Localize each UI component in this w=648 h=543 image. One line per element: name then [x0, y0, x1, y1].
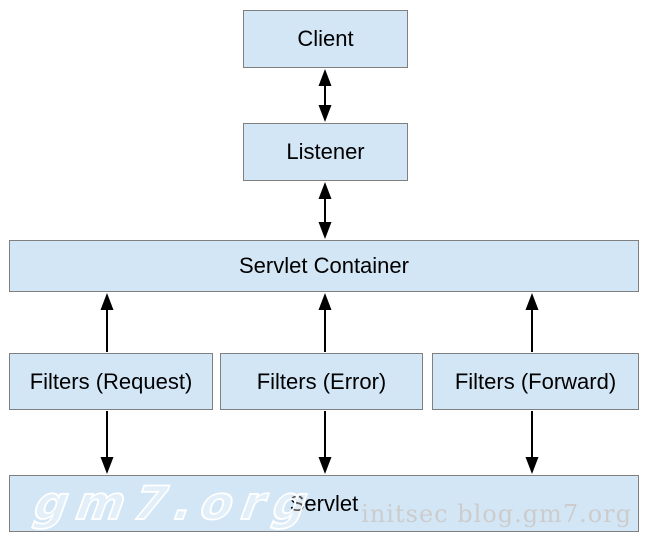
- edge-container-filters-request-arrowhead-up: [100, 293, 114, 310]
- node-filters-request: Filters (Request): [9, 353, 213, 410]
- node-listener-label: Listener: [286, 139, 365, 164]
- node-filters-request-label: Filters (Request): [29, 368, 193, 394]
- edge-filters-request-servlet-arrowhead-down: [100, 457, 114, 474]
- edge-client-listener-arrowhead-up: [318, 69, 332, 86]
- node-servlet-container-label: Servlet Container: [239, 253, 409, 278]
- node-filters-forward: Filters (Forward): [432, 353, 639, 410]
- node-servlet-label: Servlet: [289, 490, 359, 516]
- node-filters-error: Filters (Error): [220, 353, 423, 410]
- edge-client-listener-arrowhead-down: [318, 105, 332, 122]
- node-client-label: Client: [297, 26, 354, 51]
- node-servlet: gm7.org Servlet initsec blog.gm7.org: [9, 475, 639, 532]
- node-filters-forward-label: Filters (Forward): [454, 368, 617, 394]
- edge-filters-error-servlet-arrowhead-down: [318, 457, 332, 474]
- watermark-credit: initsec blog.gm7.org: [361, 500, 632, 528]
- node-filters-error-label: Filters (Error): [256, 368, 387, 394]
- node-servlet-container: Servlet Container: [9, 240, 639, 292]
- edge-container-filters-error-arrowhead-up: [318, 293, 332, 310]
- edge-filters-forward-servlet-arrowhead-down: [525, 457, 539, 474]
- edge-listener-container-arrowhead-down: [318, 222, 332, 239]
- edge-container-filters-forward-arrowhead-up: [525, 293, 539, 310]
- node-client: Client: [243, 10, 408, 68]
- edge-listener-container-arrowhead-up: [318, 182, 332, 199]
- node-listener: Listener: [243, 123, 408, 181]
- watermark-logo: gm7.org: [25, 475, 327, 531]
